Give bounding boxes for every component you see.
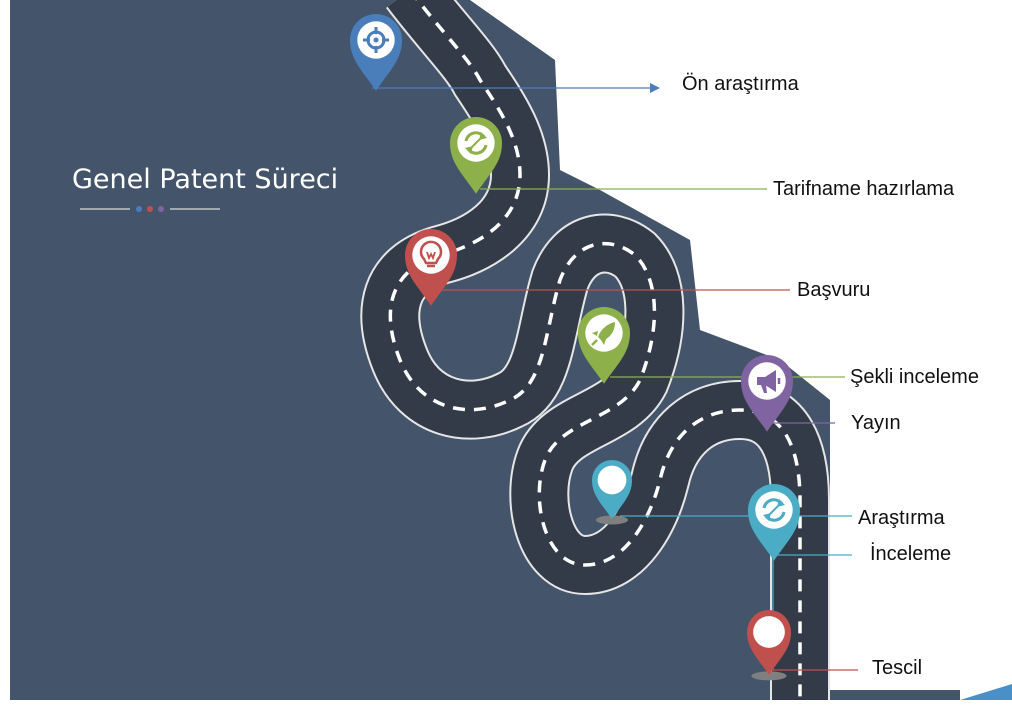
pin-inner-circle bbox=[753, 616, 785, 648]
target-icon bbox=[363, 27, 389, 53]
step-label-inceleme: İnceleme bbox=[870, 543, 952, 565]
step-label-tescil: Tescil bbox=[872, 657, 923, 679]
lightbulb-icon bbox=[419, 240, 443, 268]
step-pin bbox=[592, 460, 632, 525]
slide-title: Genel Patent Süreci bbox=[72, 164, 339, 195]
divider-dot bbox=[158, 206, 164, 212]
step-pin bbox=[748, 484, 800, 561]
divider-dot bbox=[136, 206, 142, 212]
step-label-on-arastirma: Ön araştırma bbox=[682, 73, 799, 95]
step-pin bbox=[350, 14, 402, 91]
refresh-icon bbox=[464, 131, 488, 155]
road-center-line bbox=[388, 0, 802, 705]
divider-dot bbox=[147, 206, 153, 212]
rocket-icon bbox=[591, 322, 615, 346]
step-pin bbox=[741, 355, 793, 432]
location-pins bbox=[350, 14, 800, 681]
winding-road bbox=[360, 0, 830, 705]
step-pin bbox=[747, 610, 791, 681]
step-pin bbox=[405, 229, 457, 306]
white-margin-upper bbox=[440, 0, 1012, 700]
step-pin bbox=[450, 117, 502, 194]
pin-shadow bbox=[751, 671, 787, 681]
megaphone-icon bbox=[757, 370, 781, 393]
pin-inner-circle bbox=[597, 465, 627, 495]
step-label-arastirma: Araştırma bbox=[858, 507, 945, 529]
title-divider bbox=[80, 206, 220, 212]
arrow-head bbox=[650, 83, 660, 93]
refresh-icon bbox=[762, 498, 786, 522]
connector-lines bbox=[372, 83, 858, 671]
step-label-sekli-inceleme: Şekli inceleme bbox=[850, 366, 979, 388]
step-label-basvuru: Başvuru bbox=[797, 279, 871, 301]
step-label-tarifname-hazirlama: Tarifname hazırlama bbox=[773, 178, 955, 200]
corner-accent bbox=[960, 684, 1012, 700]
pin-shadow bbox=[596, 515, 628, 525]
step-pin bbox=[578, 307, 630, 384]
step-label-yayin: Yayın bbox=[851, 412, 901, 434]
